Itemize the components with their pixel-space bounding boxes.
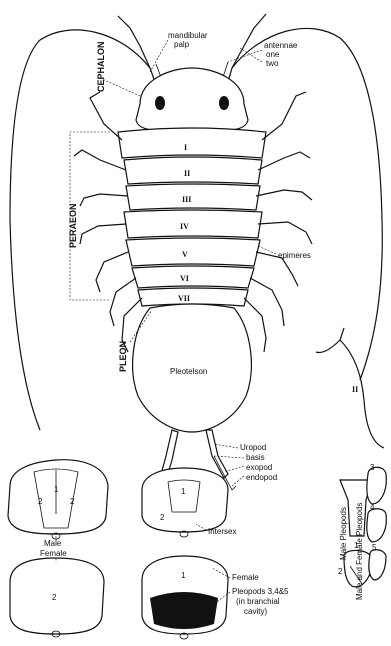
- endopod-label: endopod: [246, 473, 277, 482]
- pleotelson-label: Pleotelson: [170, 367, 207, 376]
- pleopod-3: [367, 467, 387, 504]
- leg-l4: [80, 224, 126, 244]
- exopod-label: exopod: [246, 463, 272, 472]
- mandibular-palp-label-2: palp: [174, 40, 190, 49]
- female-diagram-digit-2: 2: [52, 593, 57, 602]
- peraeon-segments: [118, 128, 266, 306]
- segment-numeral: III: [182, 195, 191, 204]
- inset-numeral: II: [352, 385, 358, 394]
- leg-l1: [90, 92, 122, 140]
- intersex-label: Intersex: [208, 527, 236, 536]
- leg-r6: [250, 278, 284, 326]
- epimeres-label: epimeres: [278, 251, 311, 260]
- antenna-one-lead: [228, 50, 262, 62]
- uropod-lead: [214, 444, 238, 448]
- leg-r3: [256, 190, 312, 200]
- male-diagram-digit-2: 2: [38, 497, 43, 506]
- segment-1: [118, 128, 266, 158]
- male-diagram-digit-2b: 2: [70, 497, 75, 506]
- epimere-inset: [316, 328, 384, 448]
- intersex-diagram-outline: [142, 468, 228, 532]
- leg-l5: [96, 252, 128, 292]
- endopod-lead: [232, 476, 244, 486]
- pleopod-number-5: 5: [372, 543, 377, 552]
- exopod-lead: [224, 466, 244, 472]
- segment-6: [132, 266, 254, 288]
- cephalon-label: CEPHALON: [96, 41, 106, 92]
- eye-left: [155, 96, 165, 110]
- segment-5: [126, 238, 260, 266]
- palp-lead: [150, 40, 168, 72]
- segment-numeral: I: [184, 143, 187, 152]
- antennae-label: antennae: [264, 41, 298, 50]
- male-pleopod-number-2: 2: [338, 567, 343, 576]
- female-label: Female: [40, 549, 67, 558]
- segment-3: [126, 184, 260, 210]
- peraeon-label: PERAEON: [68, 203, 78, 248]
- segment-numeral: IV: [180, 222, 189, 231]
- female-label-2: Female: [232, 573, 259, 582]
- female-diagram-outline: [10, 558, 104, 634]
- antenna-two-label: two: [266, 59, 279, 68]
- leg-r1: [262, 92, 306, 140]
- pleopod-number-3: 3: [370, 463, 375, 472]
- male-diagram-digit-1: 1: [54, 485, 59, 494]
- antenna-one-label: one: [266, 50, 280, 59]
- segment-numeral: VI: [180, 274, 189, 283]
- branchial-pleopods-fill: [150, 592, 218, 629]
- basis-label: basis: [246, 453, 265, 462]
- male-label: Male: [44, 539, 62, 548]
- male-diagram-outline: [8, 460, 108, 534]
- mandibular-palp-label: mandibular: [168, 31, 208, 40]
- pleopod-5: [369, 550, 386, 580]
- cephalon-lead: [100, 78, 140, 96]
- segment-7: [138, 288, 248, 306]
- pleopod-4: [367, 509, 387, 542]
- leg-l3: [80, 194, 128, 206]
- leg-l6: [110, 278, 136, 326]
- branchial-label-1: (in branchial: [236, 597, 280, 606]
- leg-l2: [74, 150, 126, 170]
- branchial-label-2: cavity): [244, 607, 267, 616]
- pleon-label: PLEON: [118, 341, 128, 372]
- bottom-female-digit-1: 1: [181, 571, 186, 580]
- segment-numeral: II: [184, 169, 190, 178]
- segment-2: [124, 157, 262, 184]
- pleopods-345-label: Pleopods 3,4&5: [232, 587, 289, 596]
- eye-right: [219, 96, 229, 110]
- intersex-diagram-digit-2: 2: [160, 513, 165, 522]
- leg-r2: [258, 152, 310, 170]
- segment-4: [124, 210, 262, 238]
- segment-numeral: V: [182, 250, 188, 259]
- pleopod-number-4: 4: [370, 503, 375, 512]
- male-pleopods-label: Male Pleopods: [339, 507, 348, 560]
- uropod-label: Uropod: [240, 443, 266, 452]
- leg-r4: [258, 222, 312, 244]
- segment-numeral: VII: [178, 294, 190, 303]
- male-female-pleopods-label: Male and Female Pleopods: [355, 503, 364, 600]
- intersex-diagram-digit-1: 1: [181, 487, 186, 496]
